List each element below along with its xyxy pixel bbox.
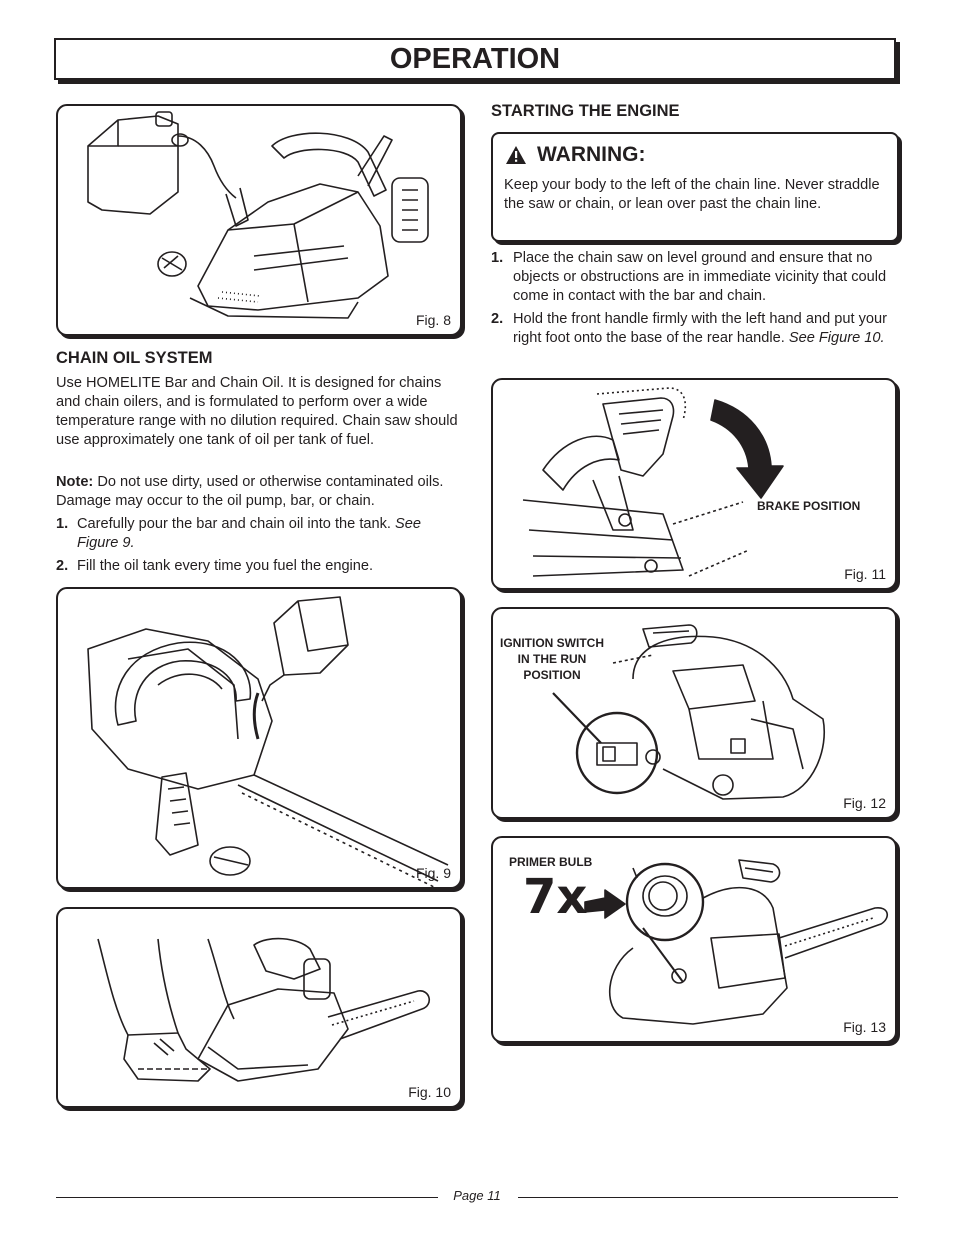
figure-caption: Fig. 9 bbox=[415, 865, 451, 881]
warning-triangle-icon bbox=[506, 146, 526, 164]
starting-step-2: 2. Hold the front handle firmly with the… bbox=[491, 310, 901, 348]
starting-stance-illustration bbox=[97, 937, 430, 1082]
section-banner: OPERATION bbox=[54, 38, 896, 80]
step-text: Carefully pour the bar and chain oil int… bbox=[77, 516, 396, 532]
step-number: 1. bbox=[56, 516, 69, 532]
chain-oil-heading: CHAIN OIL SYSTEM bbox=[56, 349, 213, 367]
chainsaw-oil-pour-illustration bbox=[87, 596, 449, 887]
step-number: 1. bbox=[491, 250, 504, 266]
footer-rule-right bbox=[518, 1197, 898, 1198]
warning-box: WARNING: Keep your body to the left of t… bbox=[491, 132, 899, 242]
chain-oil-step-1: 1. Carefully pour the bar and chain oil … bbox=[56, 515, 460, 553]
step-reference: See Figure 9. bbox=[77, 516, 421, 551]
press-count-label: 7x bbox=[523, 869, 588, 925]
warning-title: WARNING: bbox=[537, 143, 646, 166]
footer-rule-left bbox=[56, 1197, 438, 1198]
page-number: Page 11 bbox=[453, 1188, 501, 1203]
callout-line: IN THE RUN bbox=[517, 652, 587, 666]
chain-oil-step-2: 2. Fill the oil tank every time you fuel… bbox=[56, 557, 460, 576]
step-number: 2. bbox=[56, 558, 69, 574]
chainsaw-fuel-illustration bbox=[87, 111, 429, 319]
chain-oil-intro: Use HOMELITE Bar and Chain Oil. It is de… bbox=[56, 375, 458, 448]
figure-13: PRIMER BULB 7x Fig. 13 bbox=[491, 836, 897, 1043]
starting-step-1: 1. Place the chain saw on level ground a… bbox=[491, 249, 901, 306]
chain-brake-illustration bbox=[522, 387, 784, 577]
figure-caption: Fig. 13 bbox=[843, 1019, 886, 1035]
figure-caption: Fig. 10 bbox=[408, 1084, 451, 1100]
step-number: 2. bbox=[491, 311, 504, 327]
figure-12: IGNITION SWITCH IN THE RUN POSITION Fig.… bbox=[491, 607, 897, 819]
step-text: Fill the oil tank every time you fuel th… bbox=[77, 558, 374, 574]
figure-8: Fig. 8 bbox=[56, 104, 462, 336]
ignition-switch-callout: IGNITION SWITCH IN THE RUN POSITION bbox=[497, 635, 607, 683]
warning-text: Keep your body to the left of the chain … bbox=[504, 177, 880, 212]
figure-caption: Fig. 8 bbox=[415, 312, 451, 328]
step-text: Place the chain saw on level ground and … bbox=[513, 250, 887, 304]
primer-bulb-illustration bbox=[584, 859, 888, 1025]
callout-line: POSITION bbox=[523, 668, 581, 682]
figure-11: BRAKE POSITION Fig. 11 bbox=[491, 378, 897, 590]
warning-heading: WARNING: bbox=[505, 143, 646, 167]
page-title: OPERATION bbox=[389, 42, 561, 75]
brake-position-callout: BRAKE POSITION bbox=[757, 499, 861, 513]
note-label: Note: bbox=[56, 474, 94, 490]
ignition-switch-illustration bbox=[552, 624, 825, 800]
callout-line: IGNITION SWITCH bbox=[500, 636, 604, 650]
chain-oil-note: Note: Do not use dirty, used or otherwis… bbox=[56, 473, 460, 511]
figure-caption: Fig. 11 bbox=[844, 566, 886, 582]
note-text: Do not use dirty, used or otherwise cont… bbox=[56, 474, 444, 509]
step-text: Hold the front handle firmly with the le… bbox=[513, 311, 887, 346]
figure-10: Fig. 10 bbox=[56, 907, 462, 1108]
figure-caption: Fig. 12 bbox=[843, 795, 886, 811]
starting-engine-heading: STARTING THE ENGINE bbox=[491, 102, 680, 120]
figure-9: Fig. 9 bbox=[56, 587, 462, 889]
step-reference: See Figure 10. bbox=[788, 330, 885, 346]
primer-bulb-callout: PRIMER BULB bbox=[509, 855, 593, 869]
